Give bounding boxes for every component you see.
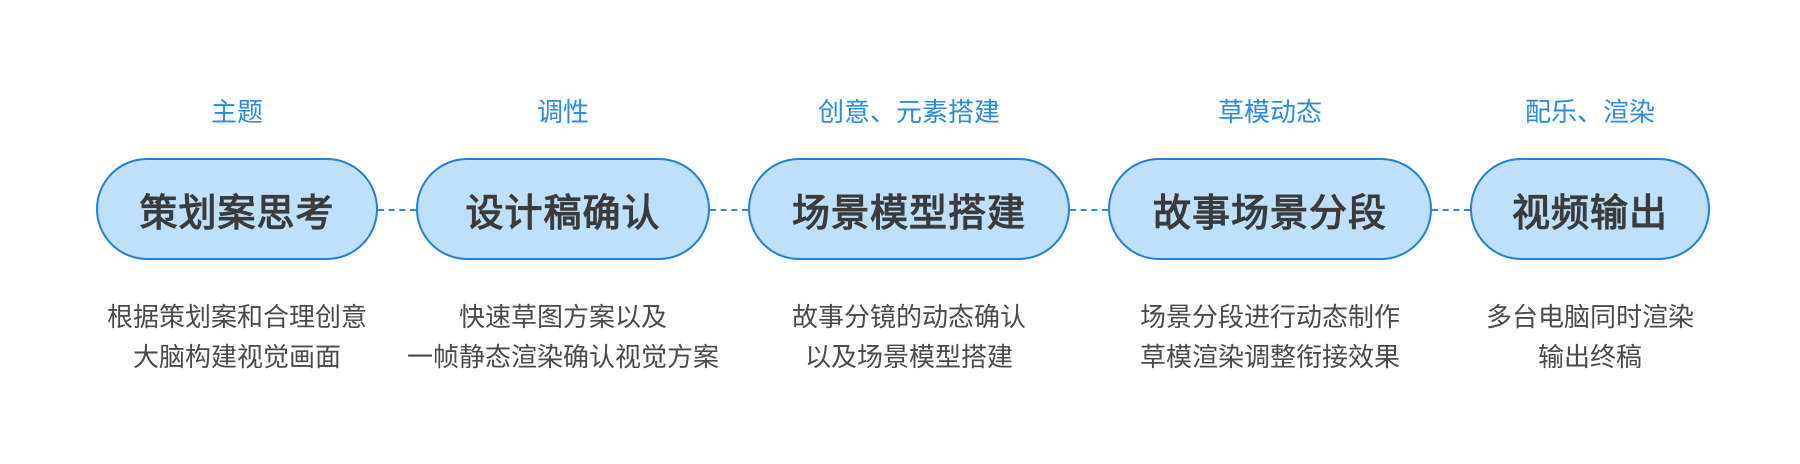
step-description: 快速草图方案以及 一帧静态渲染确认视觉方案 — [356, 298, 770, 378]
description-line: 场景分段进行动态制作 — [1139, 303, 1400, 333]
step-3: 创意、元素搭建 场景模型搭建 故事分镜的动态确认 以及场景模型搭建 — [748, 0, 1070, 464]
step-title: 故事场景分段 — [1152, 190, 1387, 235]
step-description: 根据策划案和合理创意 大脑构建视觉画面 — [36, 298, 438, 378]
description-line: 多台电脑同时渲染 — [1485, 303, 1694, 333]
connector-1-2 — [378, 209, 416, 211]
connector-4-5 — [1432, 209, 1470, 211]
description-line: 草模渲染调整衔接效果 — [1139, 343, 1400, 373]
step-title: 视频输出 — [1511, 190, 1668, 235]
step-pill: 策划案思考 — [96, 158, 378, 260]
step-description: 故事分镜的动态确认 以及场景模型搭建 — [688, 298, 1130, 378]
step-title: 策划案思考 — [139, 190, 335, 235]
step-pill: 设计稿确认 — [416, 158, 710, 260]
step-1: 主题 策划案思考 根据策划案和合理创意 大脑构建视觉画面 — [96, 0, 378, 464]
description-line: 根据策划案和合理创意 — [106, 303, 367, 333]
step-pill: 故事场景分段 — [1108, 158, 1432, 260]
description-line: 输出终稿 — [1537, 343, 1642, 373]
step-pill: 场景模型搭建 — [748, 158, 1070, 260]
step-4: 草模动态 故事场景分段 场景分段进行动态制作 草模渲染调整衔接效果 — [1108, 0, 1432, 464]
step-title: 设计稿确认 — [465, 190, 661, 235]
step-description: 场景分段进行动态制作 草模渲染调整衔接效果 — [1048, 298, 1492, 378]
step-topic: 配乐、渲染 — [1524, 98, 1655, 128]
description-line: 以及场景模型搭建 — [804, 343, 1013, 373]
connector-2-3 — [710, 209, 748, 211]
step-5: 配乐、渲染 视频输出 多台电脑同时渲染 输出终稿 — [1470, 0, 1710, 464]
step-title: 场景模型搭建 — [791, 190, 1026, 235]
step-2: 调性 设计稿确认 快速草图方案以及 一帧静态渲染确认视觉方案 — [407, 0, 719, 464]
step-topic: 主题 — [210, 98, 263, 128]
step-pill: 视频输出 — [1470, 158, 1710, 260]
connector-3-4 — [1070, 209, 1108, 211]
description-line: 大脑构建视觉画面 — [132, 343, 341, 373]
description-line: 故事分镜的动态确认 — [791, 303, 1026, 333]
description-line: 一帧静态渲染确认视觉方案 — [406, 343, 719, 373]
step-topic: 创意、元素搭建 — [817, 98, 1000, 128]
description-line: 快速草图方案以及 — [458, 303, 667, 333]
step-topic: 草模动态 — [1217, 98, 1322, 128]
step-description: 多台电脑同时渲染 输出终稿 — [1410, 298, 1770, 378]
step-topic: 调性 — [536, 98, 589, 128]
